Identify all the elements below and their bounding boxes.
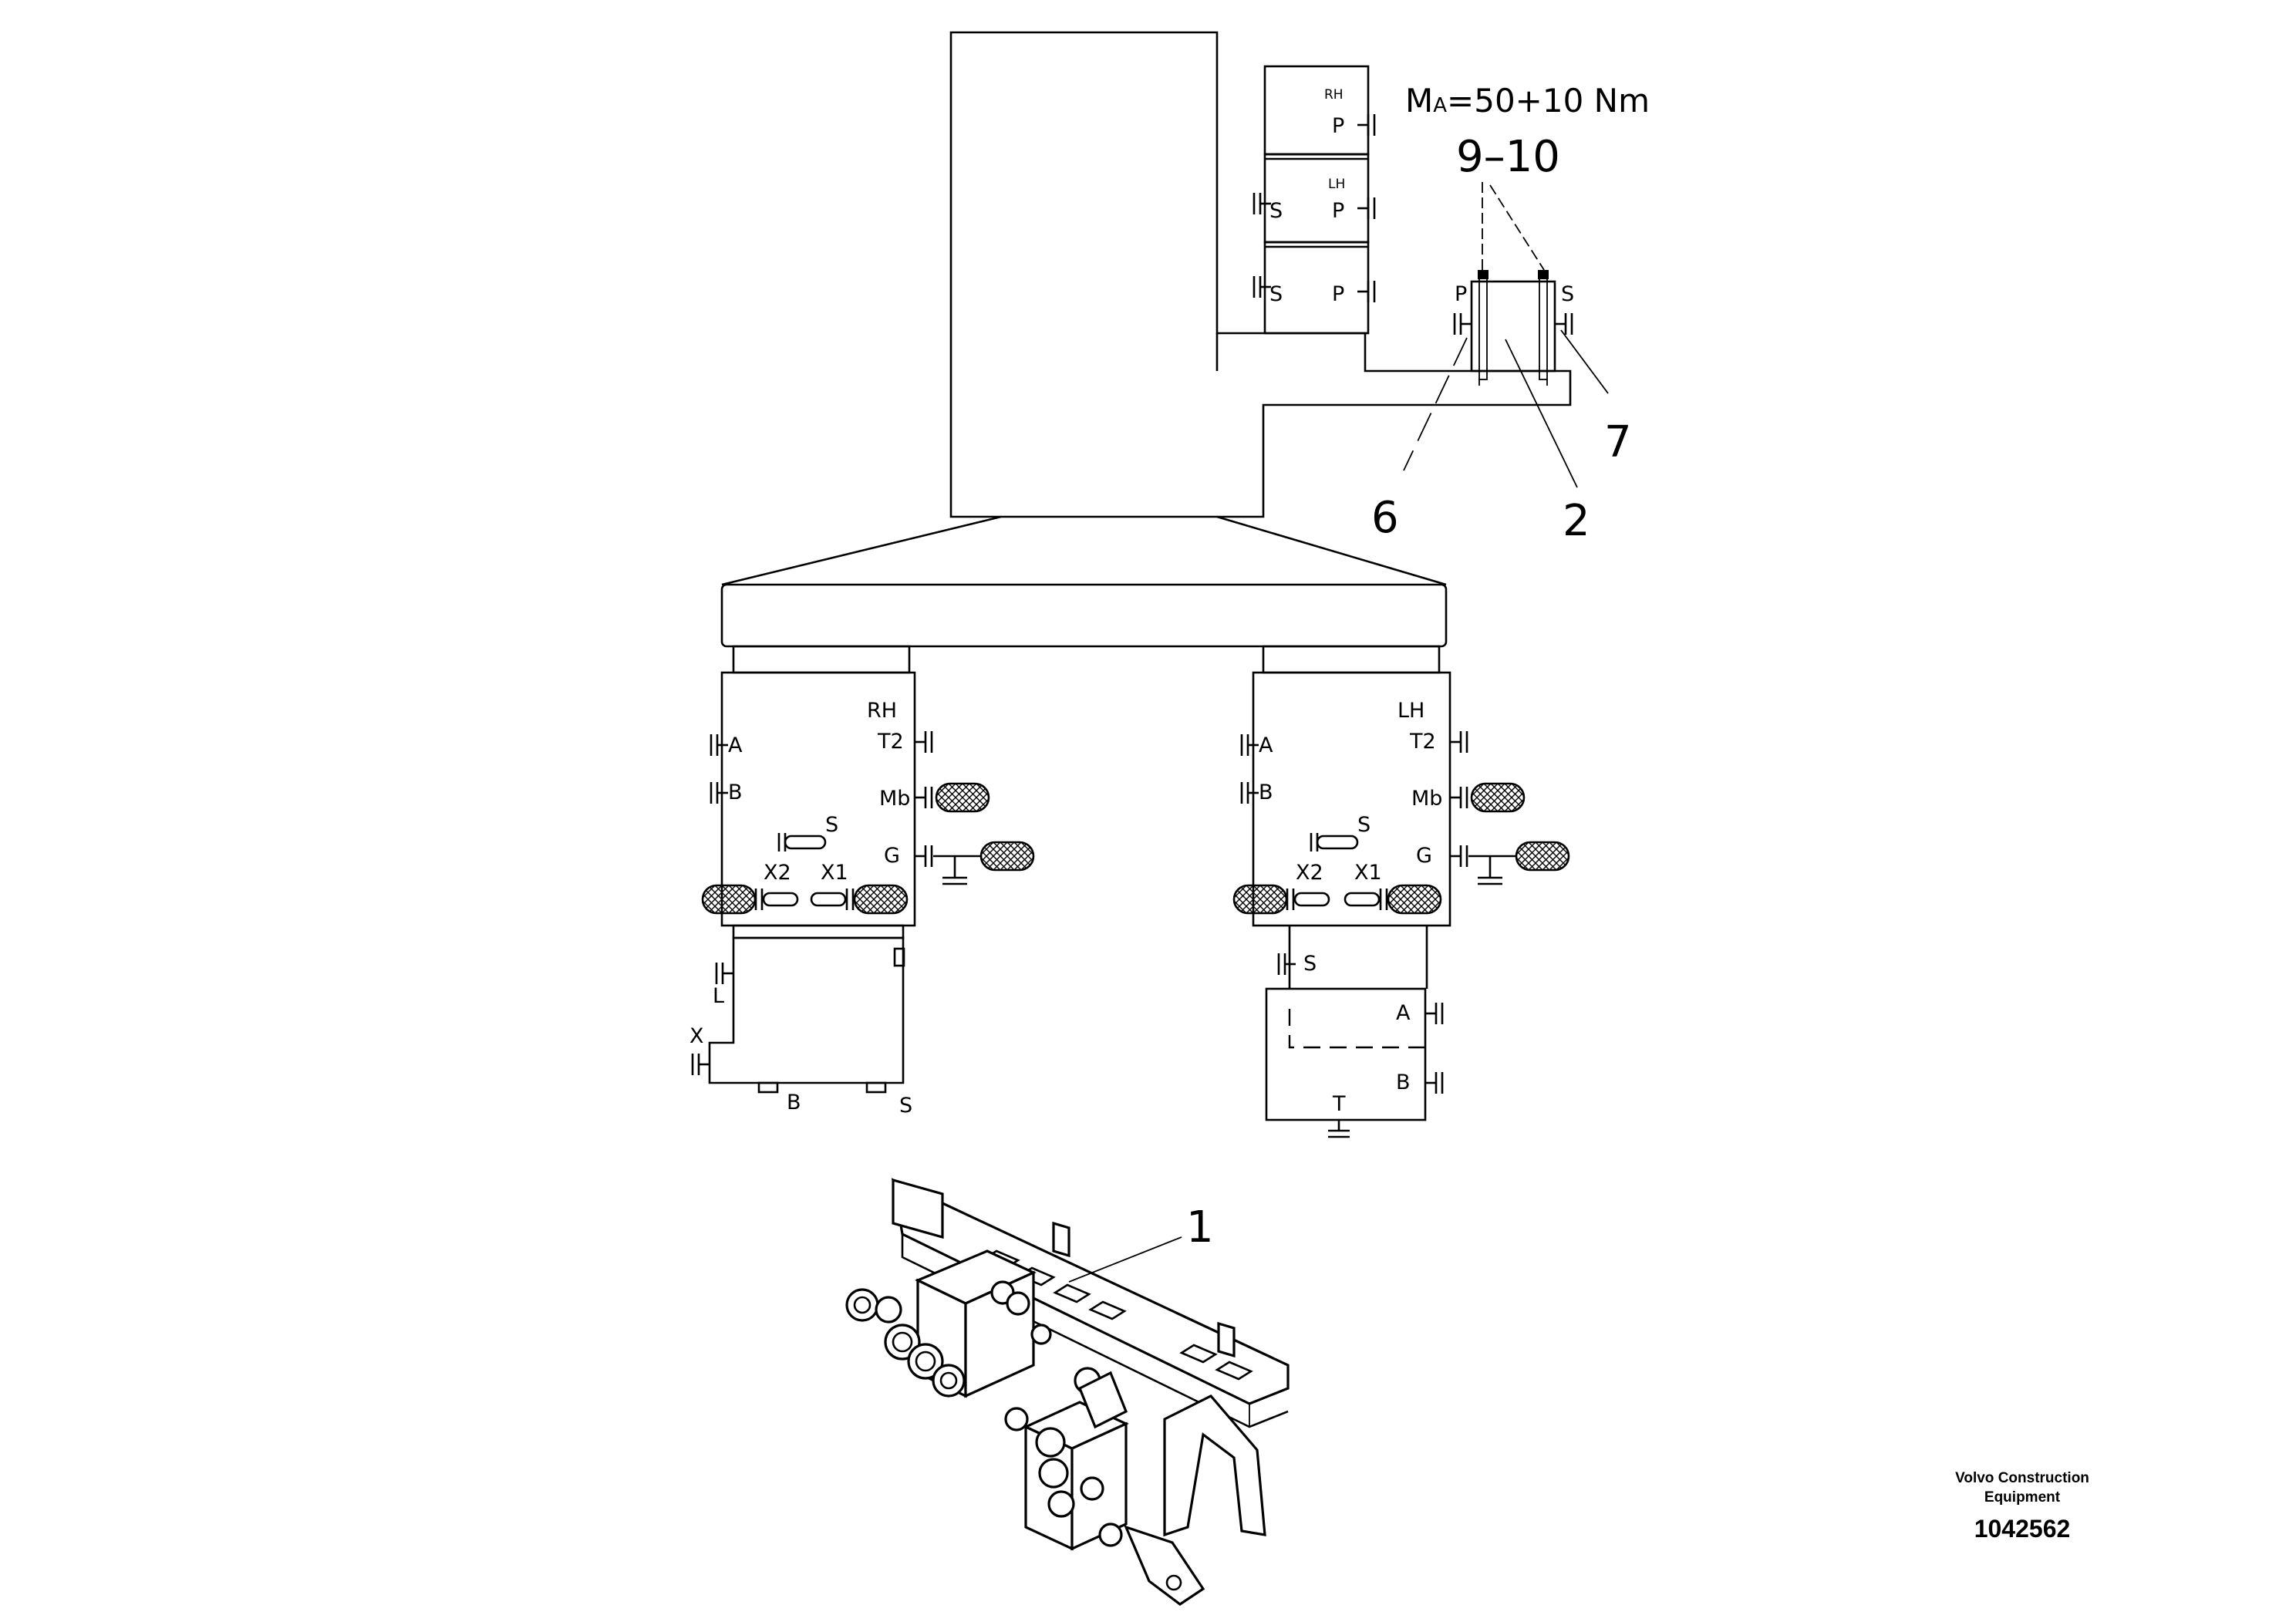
rh-lower-port-x: X [689,1024,704,1048]
bolt-head-right [1538,270,1549,279]
small-valve-block: P S [1453,270,1574,386]
rh-port-t2: T2 [877,730,904,754]
lh-port-x1: X1 [1354,861,1382,885]
lh-port-s: S [1357,813,1371,837]
lh-port-a: A [1259,733,1273,757]
callout-9-10: 9–10 [1456,132,1560,182]
rh-side-label: RH [867,699,897,723]
small-block-port-p: P [1455,282,1467,306]
rh-port-g: G [884,844,900,868]
valve-assembly-illustration [845,1178,1290,1606]
company-name: Volvo Construction Equipment [1928,1469,2116,1507]
rh-pin-s [777,833,827,851]
lh-lower-block: S A B T [1265,926,1444,1138]
company-name-line2: Equipment [1984,1489,2061,1506]
stack-lh-label: LH [1328,177,1345,192]
torque-annotation: MA=50+10 Nm 9–10 [1405,82,1650,271]
document-number: 1042562 [1974,1515,2071,1543]
callout-7: 7 [1604,417,1632,467]
stack-port-s-1: S [1269,199,1283,223]
rh-port-s: S [825,813,838,837]
small-block-port-s: S [1561,282,1574,306]
stack-port-s-2: S [1269,282,1283,306]
torque-spec: MA=50+10 Nm [1405,82,1650,120]
rh-lower-port-l: L [713,984,724,1008]
upper-frame [949,31,1572,518]
rh-lower-port-b: B [787,1091,801,1114]
lh-port-g: G [1416,844,1432,868]
rh-port-mb: Mb [879,787,910,811]
company-name-line1: Volvo Construction [1955,1470,2089,1486]
upper-valve-stack: RH P LH P P S S [1253,65,1376,335]
callouts-upper: 6 2 7 [1371,329,1632,546]
rh-port-x1: X1 [821,861,848,885]
lh-pin-s [1310,833,1359,851]
rh-lower-port-s: S [899,1094,912,1118]
rh-valve: RH T2 A B Mb S G X2 X1 [701,671,1035,927]
callout-2: 2 [1563,496,1590,546]
lh-lower-port-t: T [1332,1092,1346,1116]
rh-port-x2: X2 [764,861,791,885]
lh-lower-port-b: B [1396,1071,1411,1094]
lh-port-x2: X2 [1296,861,1323,885]
stack-port-p-1: P [1332,114,1344,138]
lh-lower-port-a: A [1396,1001,1411,1025]
lh-port-mb: Mb [1411,787,1442,811]
callout-6: 6 [1371,493,1399,543]
stack-rh-label: RH [1324,87,1344,103]
callout-1-leader [1068,1236,1182,1283]
rh-port-a: A [728,733,743,757]
stack-port-p-2: P [1332,199,1344,223]
lh-port-t2: T2 [1409,730,1436,754]
callout-1: 1 [1186,1202,1214,1253]
lh-side-label: LH [1397,699,1424,723]
rh-lower-block: L X B S [689,924,912,1118]
bolt-head-left [1478,270,1489,279]
lh-lower-port-s: S [1303,952,1317,976]
stack-port-p-3: P [1332,282,1344,306]
manifold-plate [720,515,1448,674]
rh-port-b: B [728,781,743,804]
lh-valve: LH T2 A B Mb S G X2 X1 [1232,671,1570,927]
lh-port-b: B [1259,781,1273,804]
